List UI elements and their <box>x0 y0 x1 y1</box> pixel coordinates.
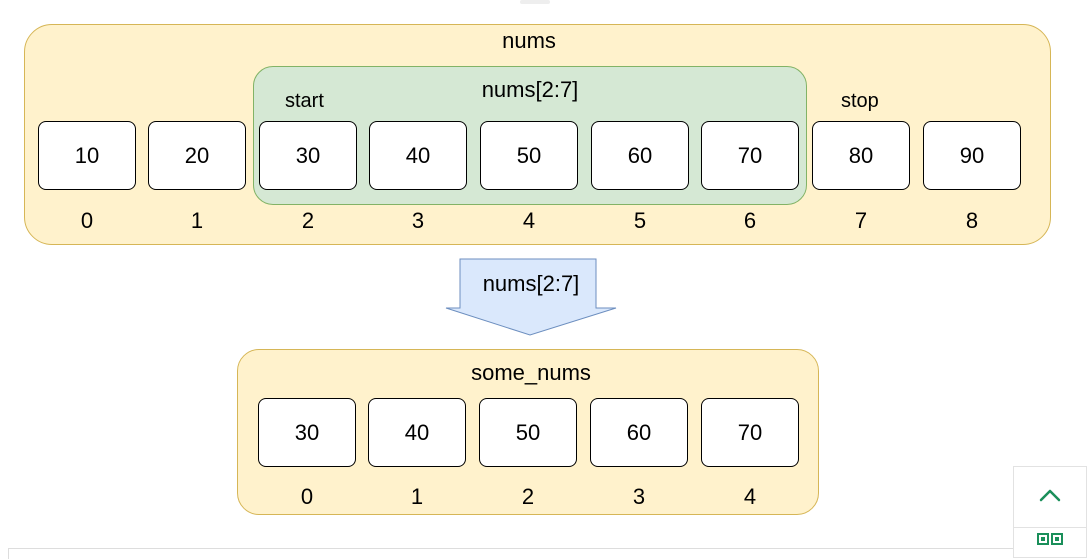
nums-index: 6 <box>743 208 757 233</box>
stop-label: stop <box>841 90 879 112</box>
some-nums-index: 3 <box>632 484 646 509</box>
nums-cell: 60 <box>591 121 689 190</box>
nums-cell: 90 <box>923 121 1021 190</box>
nums-title: nums <box>502 28 556 53</box>
bottom-bar <box>8 548 1014 559</box>
nums-cell: 50 <box>480 121 578 190</box>
nums-index: 4 <box>522 208 536 233</box>
nums-index: 1 <box>190 208 204 233</box>
nums-index: 0 <box>80 208 94 233</box>
top-tab-handle <box>520 0 550 4</box>
some-nums-index: 2 <box>521 484 535 509</box>
nums-cell: 80 <box>812 121 910 190</box>
slice-label: nums[2:7] <box>481 77 579 102</box>
nums-cell: 20 <box>148 121 246 190</box>
start-label: start <box>285 90 324 112</box>
some-nums-cell: 50 <box>479 398 577 467</box>
some-nums-cell: 70 <box>701 398 799 467</box>
arrow-label: nums[2:7] <box>482 271 580 296</box>
chevron-up-icon <box>1039 488 1061 507</box>
nums-index: 8 <box>965 208 979 233</box>
some-nums-index: 1 <box>410 484 424 509</box>
nums-cell: 10 <box>38 121 136 190</box>
nums-cell: 30 <box>259 121 357 190</box>
nums-cell: 40 <box>369 121 467 190</box>
some-nums-cell: 60 <box>590 398 688 467</box>
nums-index: 5 <box>633 208 647 233</box>
nums-index: 7 <box>854 208 868 233</box>
grid-view-button[interactable] <box>1013 528 1087 558</box>
some-nums-index: 4 <box>743 484 757 509</box>
some-nums-index: 0 <box>300 484 314 509</box>
slice-arrow <box>445 258 617 336</box>
nums-cell: 70 <box>701 121 799 190</box>
some-nums-title: some_nums <box>471 360 591 385</box>
scroll-to-top-button[interactable] <box>1013 466 1087 528</box>
nums-index: 2 <box>301 208 315 233</box>
some-nums-cell: 30 <box>258 398 356 467</box>
nums-index: 3 <box>411 208 425 233</box>
some-nums-cell: 40 <box>368 398 466 467</box>
grid-icon <box>1037 533 1063 552</box>
